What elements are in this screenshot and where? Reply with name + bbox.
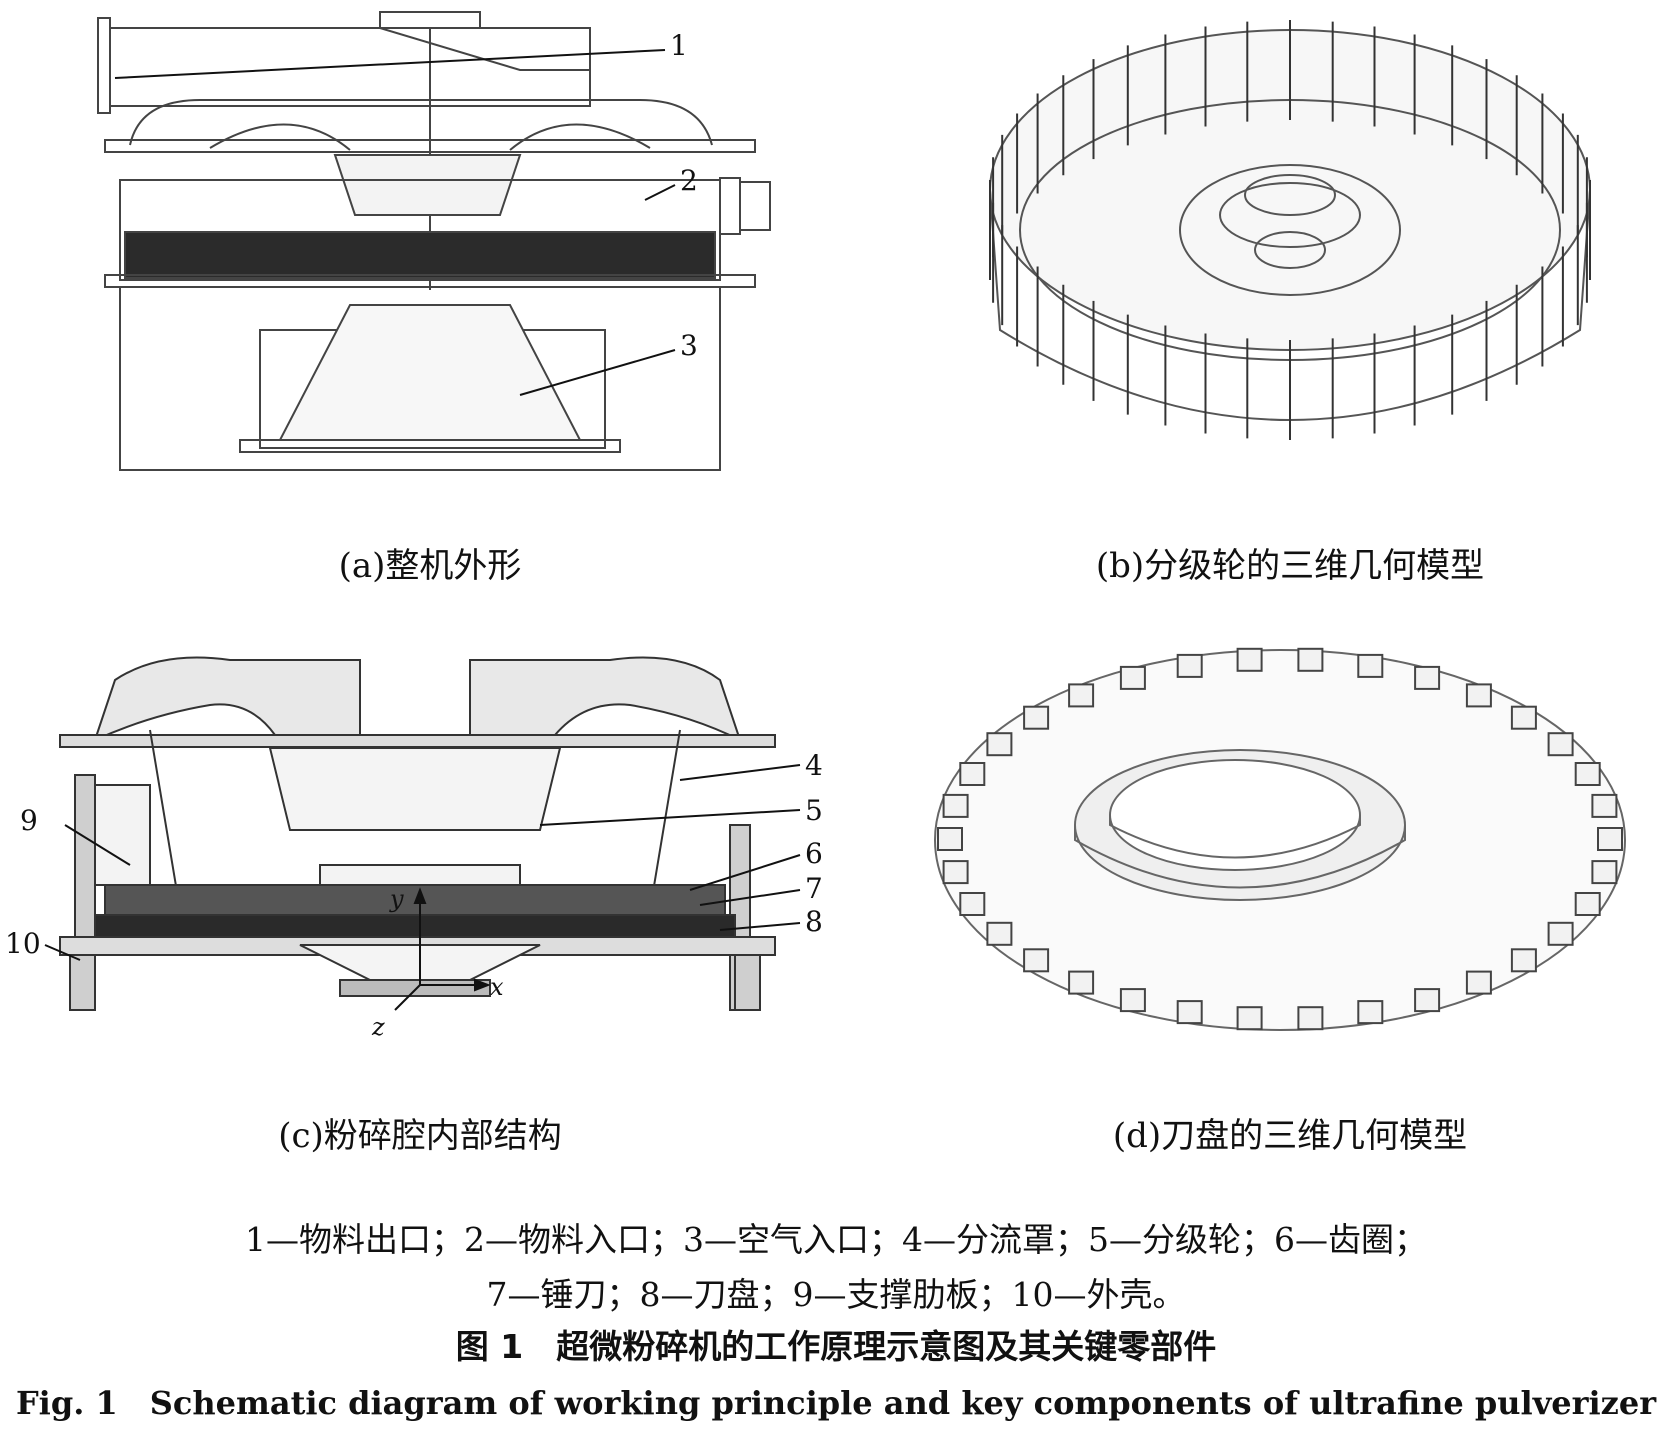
callout-7: 7	[805, 872, 823, 905]
caption-c: (c)粉碎腔内部结构	[278, 1116, 562, 1156]
callout-4: 4	[805, 749, 823, 782]
hammer-tooth	[1414, 988, 1441, 1013]
caption-a: (a)整机外形	[338, 546, 522, 586]
panel-b-classifier-wheel-model	[930, 0, 1650, 470]
caption-b: (b)分级轮的三维几何模型	[1095, 546, 1485, 586]
hammer-tooth	[1510, 948, 1537, 973]
hammer-tooth	[1574, 762, 1601, 786]
axis-label-x: x	[490, 973, 504, 1001]
callout-1: 1	[670, 29, 688, 62]
hammer-tooth	[986, 921, 1013, 946]
callout-10: 10	[5, 927, 41, 960]
hammer-tooth	[1547, 732, 1574, 757]
hammer-tooth	[1236, 1006, 1263, 1031]
figure-title-en: Fig. 1 Schematic diagram of working prin…	[15, 1384, 1657, 1422]
hammer-tooth	[1414, 665, 1441, 690]
caption-d: (d)刀盘的三维几何模型	[1112, 1116, 1468, 1156]
hammer-tooth	[942, 860, 969, 885]
hammer-tooth	[942, 793, 969, 818]
hammer-disc-3d	[934, 647, 1626, 1031]
hammer-tooth	[1591, 860, 1618, 885]
hammer-tooth	[959, 892, 986, 916]
hammer-tooth	[1023, 705, 1050, 730]
hammer-tooth	[1510, 705, 1537, 730]
hammer-tooth	[1119, 665, 1146, 690]
hammer-tooth	[1068, 683, 1095, 708]
callout-3: 3	[680, 329, 698, 362]
panel-c-crushing-chamber: y x z 4 5 6 7 8 9 10	[0, 645, 830, 1045]
hammer-tooth	[1357, 653, 1384, 678]
hammer-tooth	[986, 732, 1013, 757]
legend-line-1: 1—物料出口；2—物料入口；3—空气入口；4—分流罩；5—分级轮；6—齿圈；	[245, 1220, 1427, 1259]
hammer-tooth	[1574, 892, 1601, 916]
machine-outline-drawing: 1 2 3	[97, 11, 771, 471]
axis-label-z: z	[371, 1013, 385, 1041]
hammer-tooth	[1176, 1000, 1203, 1025]
hammer-tooth	[1119, 988, 1146, 1013]
hammer-tooth	[1236, 647, 1263, 672]
crushing-chamber-drawing: y x z 4 5 6 7 8 9 10	[5, 656, 823, 1041]
hammer-tooth	[959, 762, 986, 786]
classifier-wheel-3d	[989, 20, 1591, 440]
hammer-tooth	[1068, 970, 1095, 995]
callout-8: 8	[805, 905, 823, 938]
hammer-tooth	[1357, 1000, 1384, 1025]
callout-9: 9	[20, 804, 38, 837]
hammer-tooth	[1176, 653, 1203, 678]
legend-line-2: 7—锤刀；8—刀盘；9—支撑肋板；10—外壳。	[486, 1275, 1186, 1314]
panel-d-hammer-disc-model	[900, 630, 1660, 1050]
callout-6: 6	[805, 837, 823, 870]
hammer-tooth	[1297, 647, 1324, 672]
hammer-tooth	[1591, 793, 1618, 818]
hammer-tooth	[1465, 683, 1492, 708]
callout-5: 5	[805, 794, 823, 827]
figure-title-cn: 图 1 超微粉碎机的工作原理示意图及其关键零部件	[455, 1327, 1217, 1366]
hammer-tooth	[1547, 921, 1574, 946]
hammer-tooth	[937, 827, 963, 851]
hammer-tooth	[1465, 970, 1492, 995]
callout-2: 2	[680, 164, 698, 197]
hammer-tooth	[1597, 827, 1623, 851]
axis-label-y: y	[389, 885, 404, 913]
hammer-tooth	[1297, 1006, 1324, 1031]
hammer-tooth	[1023, 948, 1050, 973]
panel-a-machine-outline: 1 2 3	[80, 0, 800, 480]
